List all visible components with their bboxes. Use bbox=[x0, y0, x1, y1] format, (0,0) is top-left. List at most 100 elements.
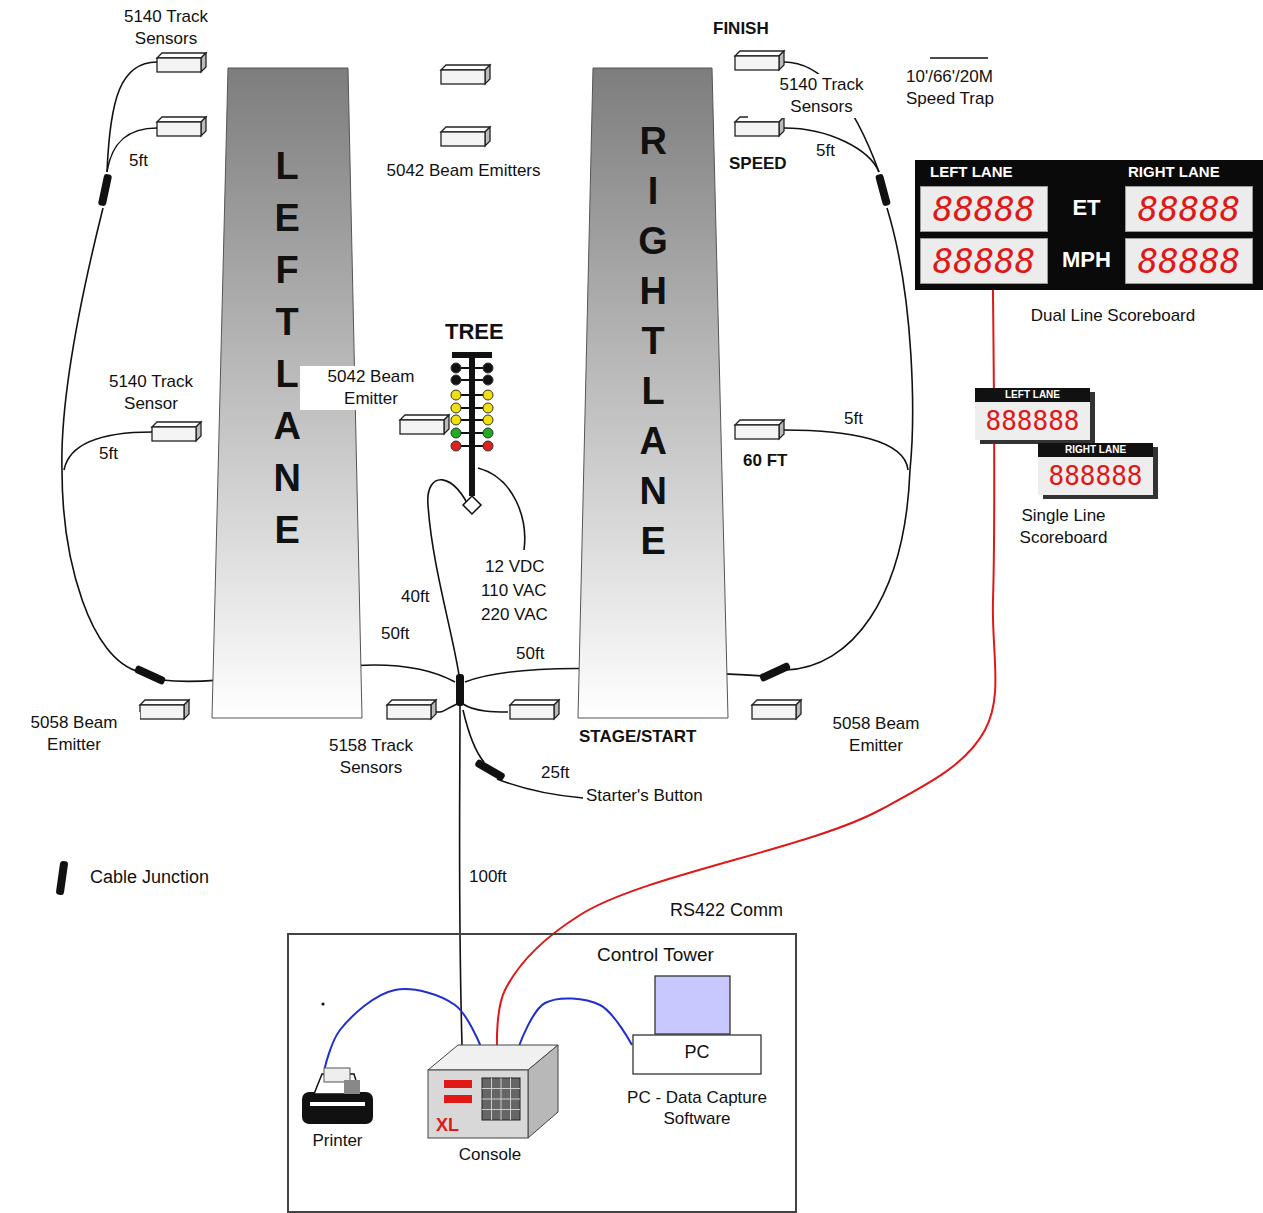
callout-label: 100ft bbox=[468, 866, 508, 888]
edge-label: RS422 Comm bbox=[668, 900, 785, 921]
cable bbox=[62, 208, 140, 672]
control-tower: PrinterXLConsolePCPC - Data Capture Soft… bbox=[287, 933, 797, 1213]
callout-label: 110 VAC bbox=[480, 580, 548, 602]
node-text: RIGHT LANE bbox=[1128, 163, 1220, 182]
cable-junction bbox=[456, 674, 464, 706]
track-sensor bbox=[752, 700, 801, 719]
node-text: LEFT LANE bbox=[271, 140, 303, 556]
track-sensor bbox=[140, 700, 189, 719]
cable bbox=[107, 128, 157, 172]
callout-label: 5ft bbox=[815, 140, 836, 162]
legend-swatch bbox=[50, 858, 74, 898]
node-text: Control Tower bbox=[597, 943, 714, 967]
digit-display: 88888 bbox=[920, 186, 1048, 232]
cable-junction bbox=[759, 662, 791, 683]
track-sensor bbox=[157, 117, 206, 136]
callout-label: Starter's Button bbox=[585, 785, 704, 807]
speed-trap-mark bbox=[930, 57, 988, 59]
callout-label: 40ft bbox=[400, 586, 430, 608]
callout-label: 5042 Beam Emitter bbox=[300, 366, 442, 410]
callout-label: 5ft bbox=[843, 408, 864, 430]
callout-label: FINISH bbox=[712, 18, 770, 40]
track-sensor bbox=[441, 65, 490, 84]
callout-label: 5042 Beam Emitters bbox=[385, 160, 542, 182]
digit-display: 88888 bbox=[1125, 238, 1253, 284]
sensor-group bbox=[140, 51, 801, 719]
node-text: MPH bbox=[1048, 246, 1125, 274]
callout-label: 5140 Track Sensor bbox=[95, 371, 207, 415]
callout-label: 5ft bbox=[128, 150, 149, 172]
track-sensor bbox=[157, 53, 206, 72]
cable bbox=[463, 710, 484, 762]
digit-display: 88888 bbox=[920, 238, 1048, 284]
callout-label: 220 VAC bbox=[480, 604, 549, 626]
cable-junction bbox=[134, 665, 166, 686]
callout-label: 50ft bbox=[380, 623, 410, 645]
christmas-tree bbox=[451, 352, 493, 514]
cable-junction bbox=[474, 759, 506, 782]
callout-label: TREE bbox=[444, 318, 505, 347]
track-sensor bbox=[510, 700, 559, 719]
node-text: LEFT LANE bbox=[975, 388, 1090, 402]
cable-junction bbox=[98, 174, 112, 207]
track-sensor bbox=[735, 420, 784, 439]
cable bbox=[428, 480, 472, 675]
pc: PCPC - Data Capture Software bbox=[632, 975, 762, 1075]
node-text: RIGHT LANE bbox=[637, 116, 669, 566]
cable-connector bbox=[497, 290, 996, 1045]
node-text: Console bbox=[440, 1144, 540, 1165]
callout-label: 10'/66'/20M Speed Trap bbox=[905, 66, 1032, 110]
track-sensor bbox=[400, 415, 449, 434]
node-text: LEFT LANE bbox=[930, 163, 1013, 182]
callout-label: 5140 Track Sensors bbox=[105, 6, 227, 50]
callout-label: 5ft bbox=[98, 443, 119, 465]
node-text: Printer bbox=[290, 1130, 385, 1151]
callout-label: 5058 Beam Emitter bbox=[805, 713, 947, 757]
cable bbox=[786, 208, 913, 670]
cable bbox=[107, 62, 157, 172]
track-sensor bbox=[735, 117, 784, 136]
digit-display: 888888 bbox=[1038, 457, 1153, 495]
node-text: PC - Data Capture Software bbox=[617, 1087, 777, 1130]
node-text: XL bbox=[436, 1114, 459, 1137]
node-text: Dual Line Scoreboard bbox=[1003, 305, 1223, 326]
node-text: PC bbox=[632, 1041, 762, 1064]
callout-label: 5158 Track Sensors bbox=[300, 735, 442, 779]
cable-junction bbox=[875, 174, 891, 207]
digit-display: 888888 bbox=[975, 402, 1090, 440]
printer-shape bbox=[300, 1068, 375, 1125]
cable bbox=[784, 430, 908, 470]
node-text: ET bbox=[1048, 194, 1125, 222]
cable bbox=[436, 704, 457, 712]
cable bbox=[64, 432, 152, 470]
cable bbox=[460, 705, 463, 1045]
cable bbox=[463, 704, 508, 712]
cable bbox=[478, 468, 525, 550]
callout-label: 12 VDC bbox=[484, 556, 546, 578]
cable-connector bbox=[519, 998, 632, 1045]
track-sensor bbox=[441, 127, 490, 146]
callout-label: 5058 Beam Emitter bbox=[8, 712, 140, 756]
callout-label: 25ft bbox=[540, 762, 570, 784]
lane-strip: RIGHT LANE bbox=[578, 68, 728, 718]
track-sensor bbox=[152, 422, 201, 441]
single-line-scoreboard: LEFT LANE888888 bbox=[975, 388, 1090, 440]
callout-label: STAGE/START bbox=[578, 726, 697, 748]
callout-label: 5140 Track Sensors bbox=[748, 74, 895, 118]
legend-text: Cable Junction bbox=[90, 866, 209, 889]
cable-group bbox=[62, 62, 913, 1045]
console: XLConsole bbox=[420, 1040, 560, 1140]
node-text: RIGHT LANE bbox=[1038, 443, 1153, 457]
printer: Printer bbox=[300, 1068, 375, 1125]
track-sensor bbox=[735, 51, 784, 70]
cable bbox=[784, 128, 879, 172]
callout-label: SPEED bbox=[728, 153, 788, 175]
single-line-scoreboard: RIGHT LANE888888 bbox=[1038, 443, 1153, 495]
callout-label: 50ft bbox=[515, 643, 545, 665]
dual-line-scoreboard: LEFT LANE RIGHT LANE 88888ET88888 88888MPH8… bbox=[915, 160, 1263, 290]
track-sensor bbox=[387, 700, 436, 719]
callout-label: Single Line Scoreboard bbox=[1000, 505, 1127, 549]
callout-label: 60 FT bbox=[742, 450, 788, 472]
dot bbox=[321, 1002, 324, 1005]
digit-display: 88888 bbox=[1125, 186, 1253, 232]
